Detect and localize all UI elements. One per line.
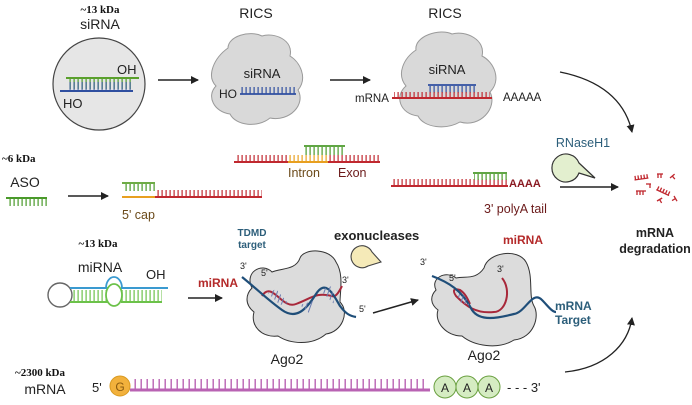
aso-polya-tail: AAAA [509,178,541,190]
complex1-3prime-a: 3' [240,261,247,271]
mrna-kda-label: ~2300 kDa [15,367,66,379]
sirna-kda-label: ~13 kDa [80,4,120,16]
exon-label: Exon [338,166,367,180]
sirna-title: siRNA [80,16,120,32]
sirna-duplex-icon [60,77,139,92]
rnaseh1-pacman-icon [551,153,596,183]
polya-bead-3 [477,375,501,399]
complex2-5prime: 5' [449,273,456,283]
ago2-label-1: Ago2 [271,351,304,367]
tdmd-label-line2: target [238,240,266,251]
arrow-complex1-to-complex2 [372,298,419,314]
aso-splice-site-icon [234,145,380,163]
rics1-inner-label: siRNA [244,66,281,81]
mrna-5prime-cap-icon [109,375,131,397]
rnaseh1-label: RNaseH1 [556,136,610,150]
exonucleases-label: exonucleases [334,228,419,243]
aso-cap-label: 5' cap [122,208,155,222]
aso-strand-icon [6,197,47,206]
mirna-title: miRNA [78,259,123,275]
degradation-label-line1: mRNA [636,226,674,240]
rics1-ho-label: HO [219,87,237,101]
rics2-mrna-label: mRNA [355,93,389,105]
mirna-oh-label: OH [146,267,166,282]
mrna-3prime-label: - - - 3' [507,380,541,395]
ago2-complex-1 [246,250,345,343]
tdmd-label-line1: TDMD [238,228,267,239]
complex2-3prime-a: 3' [420,257,427,267]
sirna-ho-label: HO [63,96,83,111]
polya-bead-3-label: A [485,381,493,395]
arrow-mirna-to-degradation [564,317,635,373]
rics1-title: RICS [239,5,272,21]
mrna-5prime-label: 5' [92,380,102,395]
rics2-protein-complex [399,31,497,128]
mrna-section: ~2300 kDa mRNA 5' G A A A - - - 3' [15,317,635,399]
aso-kda-label: ~6 kDa [2,153,36,165]
aso-title: ASO [10,174,40,190]
sirna-section: ~13 kDa siRNA OH HO RICS siRNA HO RICS s… [52,4,635,133]
tdmd-helix-icon [241,276,357,319]
complex2-3prime-b: 3' [497,264,504,274]
mrna-target-label-line1: mRNA [555,299,592,313]
arrow-sirna-to-degradation [559,71,635,133]
mirna-kda-label: ~13 kDa [78,238,118,250]
rics2-polya-label: AAAAA [503,92,542,104]
aso-polya-duplex-icon [391,172,508,187]
polya-tail-label: 3' polyA tail [484,202,547,216]
rics2-inner-label: siRNA [429,62,466,77]
degraded-mrna-fragments-icon [634,173,678,204]
aso-bound-pre-mrna-icon [122,182,262,198]
rics2-sirna-mrna-duplex-icon [392,84,492,99]
rics2-title: RICS [428,5,461,21]
rics1-protein-complex [211,33,303,125]
degradation-label-line2: degradation [619,242,691,256]
mrna-target-label-line2: Target [555,313,591,327]
ago2-label-2: Ago2 [468,347,501,363]
polya-bead-2-label: A [463,381,471,395]
mrna-target-duplex-icon [431,274,557,320]
sirna-oh-label: OH [117,62,137,77]
complex1-5prime-b: 5' [359,304,366,314]
intron-label: Intron [288,166,320,180]
polya-bead-1-label: A [441,381,449,395]
mrna-polya-tail: A A A [433,375,501,399]
mrna-title: mRNA [24,381,66,397]
exonuclease-pacman-icon [350,245,382,269]
mirna-section: ~13 kDa miRNA OH TDMD target 3' 5' mi [47,228,592,367]
complex2-mirna-label: miRNA [503,233,543,247]
mirna-hairpin-icon [47,276,168,308]
complex1-5prime-a: 5' [261,268,268,278]
ago2-complex-2 [431,253,537,347]
mrna-bases [132,379,428,389]
complex1-3prime-b: 3' [342,275,349,285]
complex1-mirna-label: miRNA [198,276,238,290]
rics1-guide-strand-icon [240,87,296,95]
aso-section: ~6 kDa ASO 5' cap Intron Exon [2,136,619,222]
mrna-cap-label: G [115,380,124,394]
